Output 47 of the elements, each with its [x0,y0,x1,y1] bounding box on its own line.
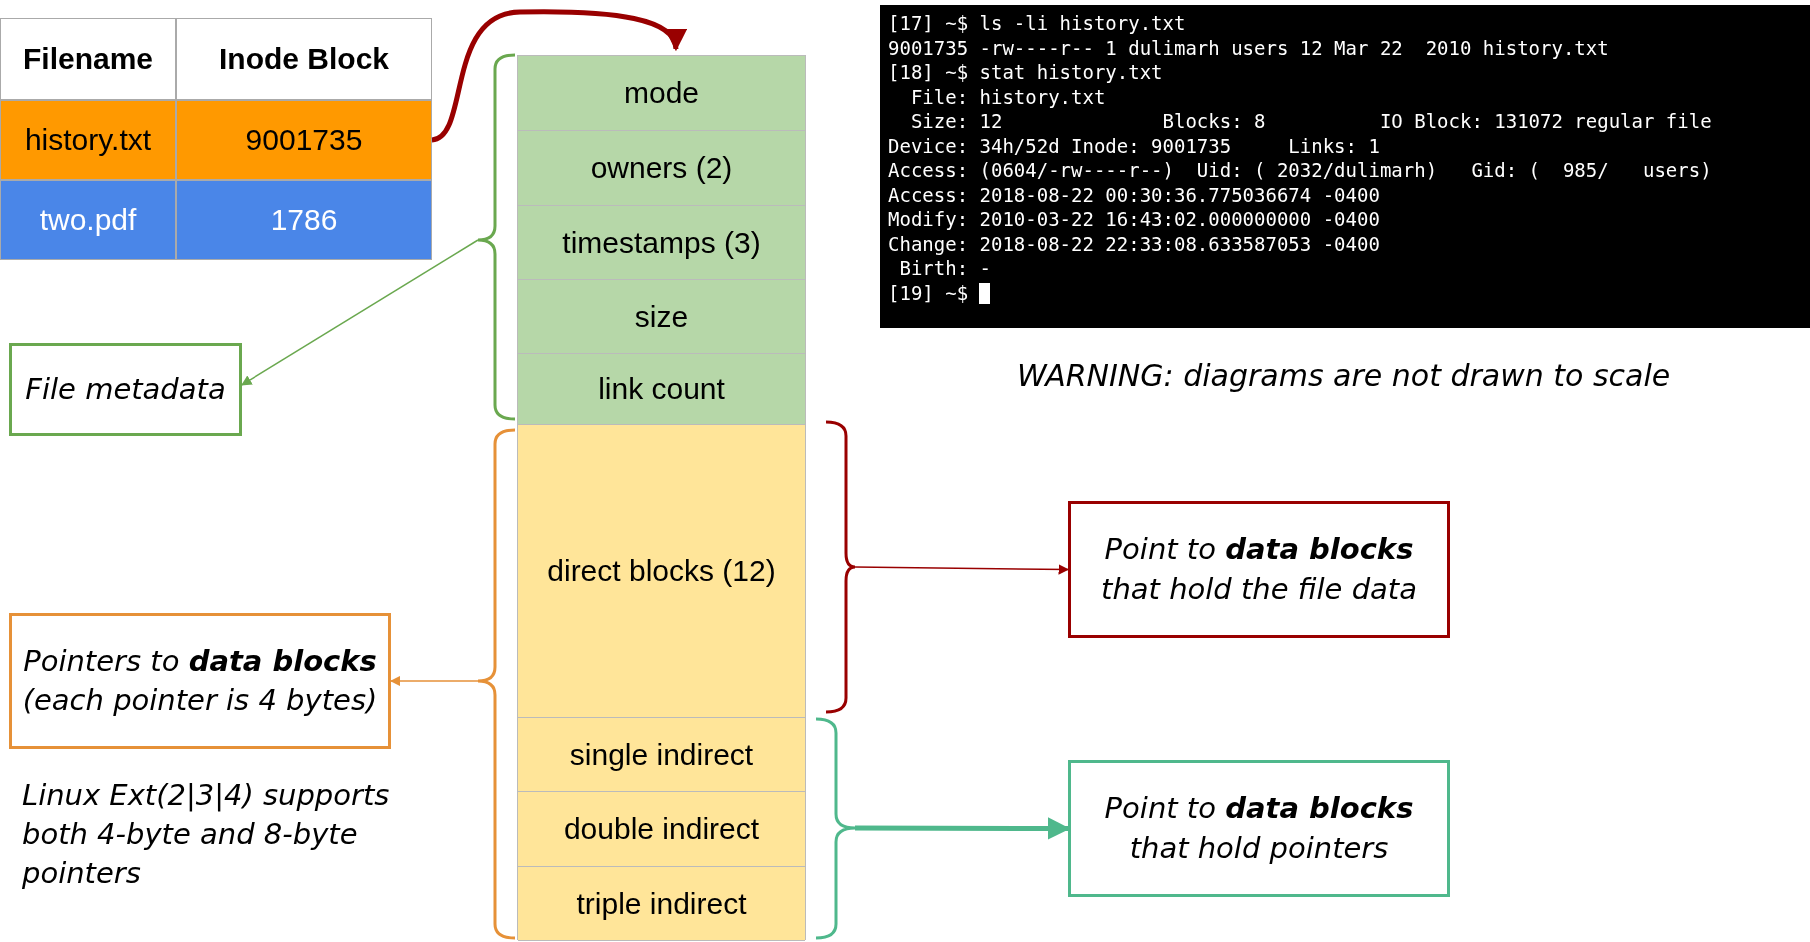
terminal-line: Access: 2018-08-22 00:30:36.775036674 -0400 [888,182,1380,207]
arrow [854,564,1070,575]
terminal-line: 9001735 -rw----r-- 1 dulimarh users 12 Mar 22 2010 history.txt [888,35,1609,60]
callout-text: Point to data blocks that hold the file data [1100,531,1418,608]
terminal-line: [19] ~$ [888,280,991,305]
note-text: Linux Ext(2|3|4) supports both 4-byte and 8-byte pointers [22,777,391,893]
terminal-line: [17] ~$ ls -li history.txt [888,11,1186,36]
terminal-line: Size: 12 Blocks: 8 IO Block: 131072 regular file [909,109,1712,134]
inode-field: link count [518,354,805,425]
column-header: Filename [0,18,176,100]
arrow [389,675,479,687]
terminal-line: File: history.txt [909,84,1106,109]
terminal-line: [18] ~$ stat history.txt [888,60,1163,85]
callout-text: File metadata [25,370,226,408]
curly-brace [476,428,516,940]
column-header: Inode Block [176,18,432,100]
inode-field: double indirect [518,792,805,867]
curly-brace [476,53,516,421]
arrow [431,9,684,143]
inode-block [517,55,806,940]
terminal-line: Device: 34h/52d Inode: 9001735 Links: 1 [888,133,1380,158]
inode-field: triple indirect [518,867,805,941]
callout-box [9,343,242,436]
arrow [855,817,1071,840]
terminal-line: Access: (0604/-rw----r--) Uid: ( 2032/dulimarh) Gid: ( 985/ users) [888,158,1712,183]
arrow [241,239,479,386]
inode-field: single indirect [518,718,805,792]
inode-field: size [518,280,805,354]
callout-text: Point to data blocks that hold pointers [1103,790,1415,867]
inode-field: timestamps (3) [518,206,805,280]
terminal-line: Birth: - [898,256,991,281]
inode-field: owners (2) [518,131,805,206]
callout-box [1068,760,1450,897]
inode-field: direct blocks (12) [518,425,805,718]
note-text: WARNING: diagrams are not drawn to scale [1017,357,1671,395]
terminal-line: Change: 2018-08-22 22:33:08.633587053 -0400 [888,231,1380,256]
inode-number: 9001735 [176,100,432,180]
inode-number: 1786 [176,180,432,260]
inode-field: mode [518,56,805,131]
curly-brace [825,420,857,714]
callout-box [1068,501,1450,638]
curly-brace [815,717,857,940]
file-name: history.txt [0,100,176,180]
terminal-line: Modify: 2010-03-22 16:43:02.000000000 -0400 [888,207,1380,232]
callout-box [9,613,391,749]
callout-text: Pointers to data blocks (each pointer is 4 bytes) [21,642,379,719]
file-name: two.pdf [0,180,176,260]
